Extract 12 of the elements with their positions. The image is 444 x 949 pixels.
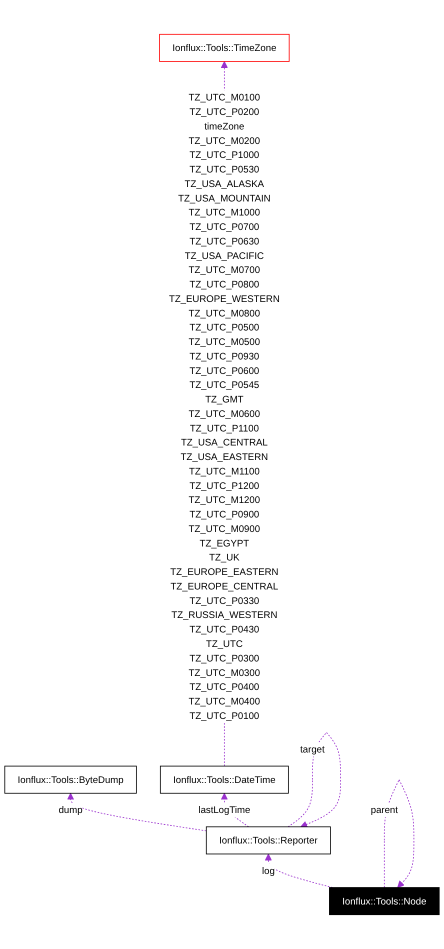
edge-label: lastLogTime: [198, 804, 250, 816]
edge-label: target: [300, 744, 325, 755]
edge-label: parent: [370, 804, 398, 816]
node-box: Ionflux::Tools::ByteDump: [4, 766, 137, 794]
edge-label: dump: [58, 804, 83, 816]
arrow: [67, 792, 207, 832]
edge-label: TZ_UTC_M0100 TZ_UTC_P0200 timeZone TZ_UTC_M0200 TZ_UTC_P1000 TZ_UTC_P0530 TZ_USA_ALASKA TZ_USA_MOUNTAIN TZ_UTC_M1000 TZ_UTC_P0700 TZ_UTC_P0630 TZ_USA_PACIFIC TZ_UTC_M0700 TZ_UTC_P0800 TZ_EUROPE_WESTERN TZ_UTC_M0800 TZ_UTC_P0500 TZ_UTC_M0500 TZ_UTC_P0930 TZ_UTC_P0600 TZ_UTC_P0545 TZ_GMT TZ_UTC_M0600 TZ_UTC_P1100 TZ_USA_CENTRAL TZ_USA_EASTERN TZ_UTC_M1100 TZ_UTC_P1200 TZ_UTC_M1200 TZ_UTC_P0900 TZ_UTC_M0900 TZ_EGYPT TZ_UK TZ_EUROPE_EASTERN TZ_EUROPE_CENTRAL TZ_UTC_P0330 TZ_RUSSIA_WESTERN TZ_UTC_P0430 TZ_UTC TZ_UTC_P0300 TZ_UTC_M0300 TZ_UTC_P0400 TZ_UTC_M0400 TZ_UTC_P0100: [168, 92, 280, 722]
node-box: Ionflux::Tools::TimeZone: [159, 34, 290, 62]
edge-label: log: [262, 865, 275, 876]
node-box: Ionflux::Tools::Node: [329, 887, 440, 916]
node-box: Ionflux::Tools::DateTime: [160, 766, 289, 794]
node-box: Ionflux::Tools::Reporter: [206, 826, 331, 854]
